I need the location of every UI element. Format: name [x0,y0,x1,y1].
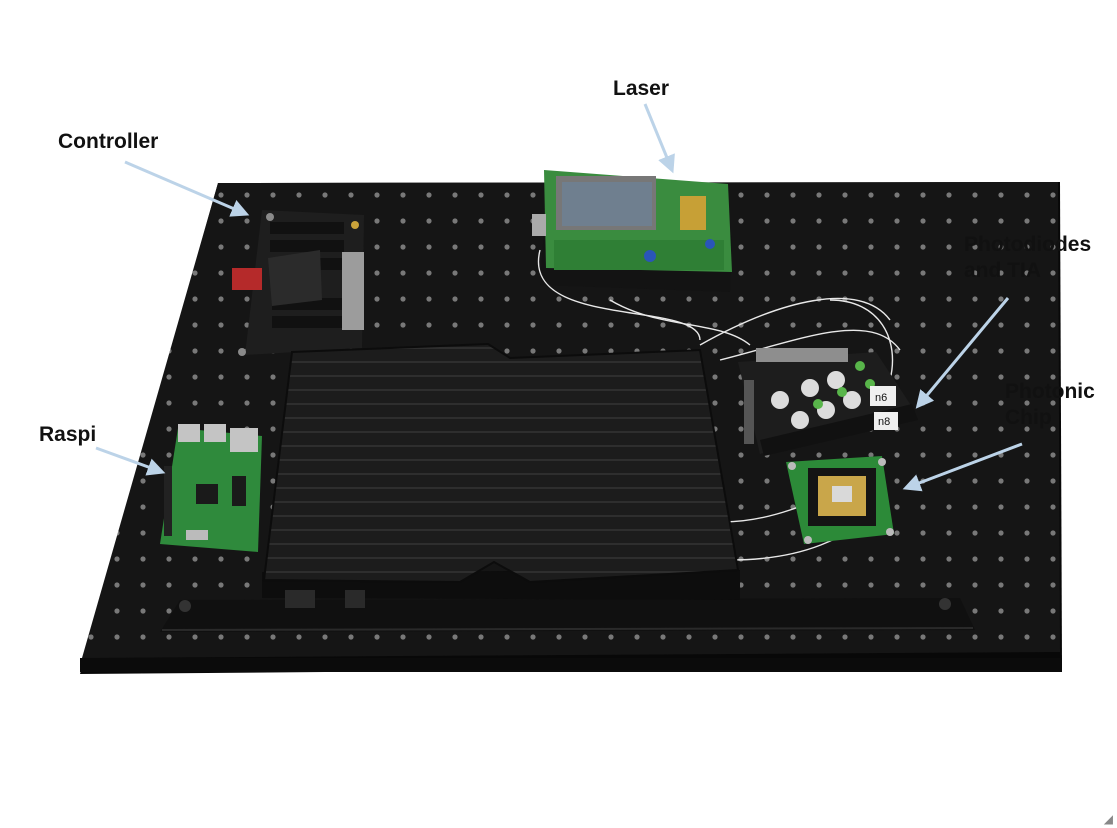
photodiodes-label-line2: and TIA [964,259,1041,282]
central-enclosure [262,342,740,608]
controller-board [232,210,364,356]
photodiode-tia-board: n6 n8 [738,348,918,456]
laser-arrow [643,103,675,174]
raspberry-pi-board [160,424,262,552]
controller-label: Controller [58,130,159,153]
raspi-label: Raspi [39,423,97,446]
photonic-chip-arrow [902,442,1023,492]
photodiodes-arrow [915,297,1010,409]
controller-arrow [124,160,250,217]
laser-label: Laser [613,77,670,100]
mounting-rail [160,598,975,632]
raspi-arrow [95,446,166,476]
pd-tag-2: n8 [878,416,890,428]
photonic-label-line2: Chip [1005,406,1052,429]
pd-tag-1: n6 [875,392,887,404]
laser-board [532,170,732,292]
annotation-arrows [95,103,1023,492]
resize-grip-icon[interactable]: ◢ [1103,812,1113,826]
photonic-chip-board [786,456,894,544]
photonic-label-line1: Photonic [1005,380,1095,403]
photodiodes-label-line1: Photodiodes [964,233,1092,256]
